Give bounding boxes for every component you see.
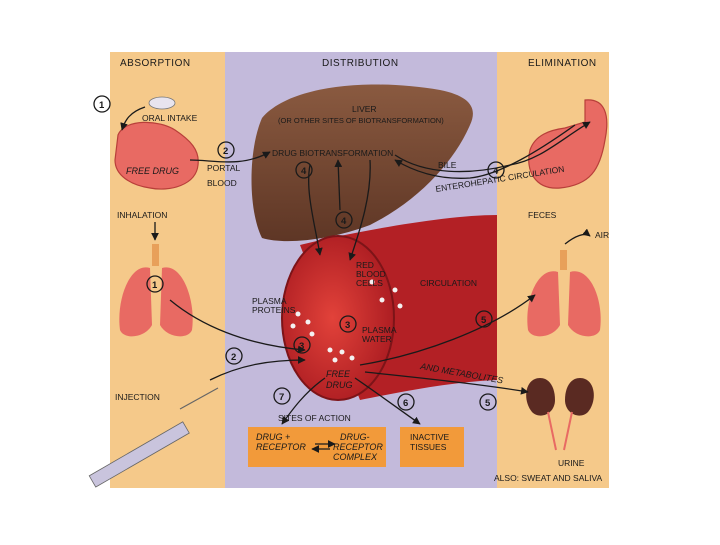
sites-of-action-label: SITES OF ACTION	[278, 413, 351, 423]
complex-label-3: COMPLEX	[333, 452, 378, 462]
plasma-proteins-label-1: PLASMA	[252, 296, 287, 306]
drug-biotransformation-label: DRUG BIOTRANSFORMATION	[272, 148, 393, 158]
feces-label: FECES	[528, 210, 557, 220]
marker-1-oral: 1	[99, 100, 105, 111]
liver-shape	[251, 84, 473, 242]
trachea-left	[152, 244, 159, 266]
drug-receptor-label-2: RECEPTOR	[256, 442, 306, 452]
lung-right-a	[527, 271, 560, 337]
rbc-label-2: BLOOD	[356, 269, 386, 279]
header-absorption: ABSORPTION	[120, 58, 191, 69]
header-distribution: DISTRIBUTION	[322, 58, 399, 69]
plasma-water-label-1: PLASMA	[362, 325, 397, 335]
lung-left-b	[160, 267, 193, 337]
portal-label: PORTAL	[207, 163, 240, 173]
marker-5-lung: 5	[481, 315, 487, 326]
plasma-water-label-2: WATER	[362, 334, 392, 344]
marker-2-injection: 2	[231, 352, 236, 363]
circulation-label: CIRCULATION	[420, 278, 477, 288]
kidney-right	[565, 378, 594, 416]
inactive-label-1: INACTIVE	[410, 432, 450, 442]
marker-1-lung: 1	[152, 280, 158, 291]
complex-label-1: DRUG-	[340, 432, 370, 442]
inhalation-label: INHALATION	[117, 210, 167, 220]
marker-4-left: 4	[301, 166, 307, 177]
oral-intake-label: ORAL INTAKE	[142, 113, 198, 123]
marker-3-a: 3	[345, 320, 350, 331]
vessel-cross-section	[281, 235, 395, 401]
kidney-left	[526, 378, 555, 416]
trachea-right	[560, 250, 567, 270]
bile-label: BILE	[438, 160, 457, 170]
rbc-label-3: CELLS	[356, 278, 383, 288]
also-label: ALSO: SWEAT AND SALIVA	[494, 473, 603, 483]
free-drug-gut-label: FREE DRUG	[126, 166, 179, 176]
syringe-icon	[88, 387, 219, 488]
lung-left-a	[119, 267, 152, 337]
lung-right-b	[568, 271, 601, 337]
rbc-label-1: RED	[356, 260, 374, 270]
marker-5-kidney: 5	[485, 398, 491, 409]
plasma-proteins-label-2: PROTEINS	[252, 305, 296, 315]
liver-label: LIVER	[352, 104, 377, 114]
injection-label: INJECTION	[115, 392, 160, 402]
blood-cells	[290, 279, 403, 363]
header-elimination: ELIMINATION	[528, 58, 597, 69]
marker-4-bile: 4	[493, 166, 499, 177]
liver-sublabel: (OR OTHER SITES OF BIOTRANSFORMATION)	[278, 116, 444, 125]
marker-7: 7	[279, 392, 284, 403]
marker-4-mid: 4	[341, 216, 347, 227]
drug-receptor-label-1: DRUG +	[256, 432, 290, 442]
flow-arrows	[120, 106, 591, 453]
free-drug-center-1: FREE	[326, 369, 351, 379]
marker-6: 6	[403, 398, 408, 409]
intestine-shape	[114, 121, 199, 190]
inactive-tissues-box	[400, 427, 464, 467]
inactive-label-2: TISSUES	[410, 442, 447, 452]
air-label: AIR	[595, 230, 609, 240]
pill-icon	[148, 96, 176, 110]
urine-label: URINE	[558, 458, 585, 468]
step-markers: 1 2 1 2 4 4 4 3 3 5 5 6 7	[93, 95, 505, 411]
marker-3-b: 3	[299, 341, 304, 352]
marker-2-portal: 2	[223, 146, 228, 157]
blood-label: BLOOD	[207, 178, 237, 188]
complex-label-2: RECEPTOR	[333, 442, 383, 452]
free-drug-center-2: DRUG	[326, 380, 353, 390]
